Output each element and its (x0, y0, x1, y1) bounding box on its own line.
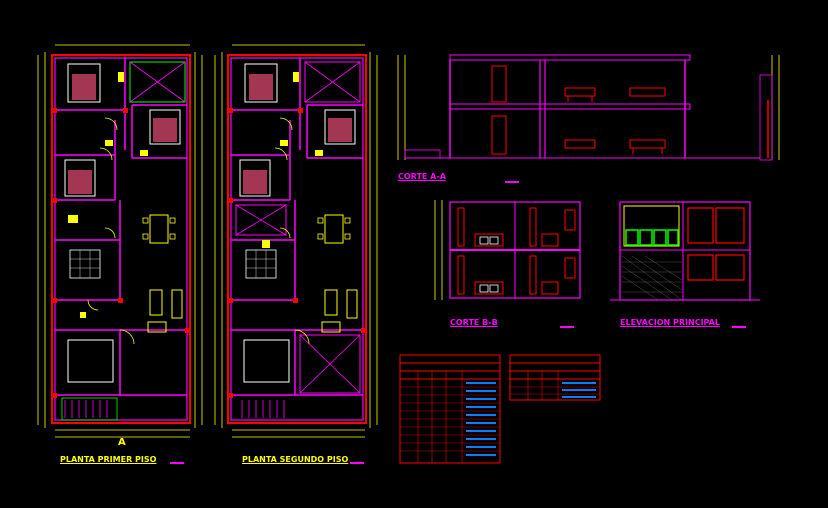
doors-schedule (509, 354, 601, 401)
title-plan-first-floor: PLANTA PRIMER PISO (60, 455, 157, 464)
plan-first-floor: A (37, 44, 203, 448)
section-bb (434, 200, 581, 300)
title-elevation: ELEVACION PRINCIPAL (620, 318, 720, 327)
elevation-main (610, 201, 760, 301)
title-plan-second-floor: PLANTA SEGUNDO PISO (242, 455, 349, 464)
door-window-schedule (399, 354, 501, 464)
title-section-bb: CORTE B-B (450, 318, 498, 327)
title-section-aa: CORTE A-A (398, 172, 446, 181)
section-aa (397, 54, 780, 161)
plan-second-floor (214, 44, 378, 438)
svg-text:A: A (118, 437, 126, 448)
